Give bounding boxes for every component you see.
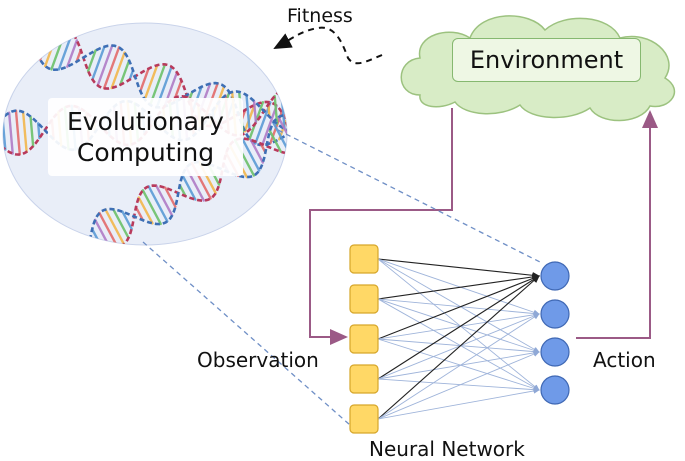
output-node (540, 375, 570, 405)
network-edge (377, 312, 540, 340)
network-edge (377, 338, 540, 391)
output-node (540, 261, 570, 291)
action-arrow (576, 110, 658, 339)
neural-network-label: Neural Network (369, 437, 525, 461)
input-node (349, 404, 379, 434)
evolutionary-computing-box: Evolutionary Computing (48, 98, 243, 176)
network-edge (377, 275, 540, 420)
network-edge (377, 258, 540, 315)
output-layer (540, 261, 570, 405)
network-edge (377, 338, 540, 355)
observation-label: Observation (197, 348, 319, 372)
input-node (349, 284, 379, 314)
input-node (349, 244, 379, 274)
action-label: Action (593, 348, 656, 372)
network-edge (377, 298, 540, 353)
observation-arrow (309, 108, 453, 345)
environment-box: Environment (452, 38, 641, 82)
dashed-link-top (277, 129, 541, 263)
output-node (540, 337, 570, 367)
evolutionary-label-line2: Computing (76, 138, 215, 167)
network-edge (377, 298, 540, 391)
evolutionary-label-line1: Evolutionary (67, 106, 224, 136)
network-edge (377, 388, 540, 420)
network-edge (377, 313, 540, 380)
network-edge (377, 298, 540, 317)
network-edge (377, 258, 541, 279)
network-edge (377, 351, 540, 420)
network-edge (377, 258, 540, 391)
input-layer (349, 244, 379, 434)
fitness-label: Fitness (287, 5, 353, 27)
network-edge (377, 378, 540, 393)
network-edge (377, 275, 540, 380)
network-edge (377, 275, 541, 340)
input-node (349, 364, 379, 394)
environment-label: Environment (469, 46, 624, 74)
output-node (540, 299, 570, 329)
fitness-arrow (273, 26, 383, 65)
network-connections (377, 258, 541, 420)
network-edge (377, 313, 540, 420)
network-edge (377, 350, 540, 380)
input-node (349, 324, 379, 354)
network-edge (377, 258, 540, 353)
network-edge (377, 273, 541, 300)
dashed-link-bottom (142, 241, 351, 426)
